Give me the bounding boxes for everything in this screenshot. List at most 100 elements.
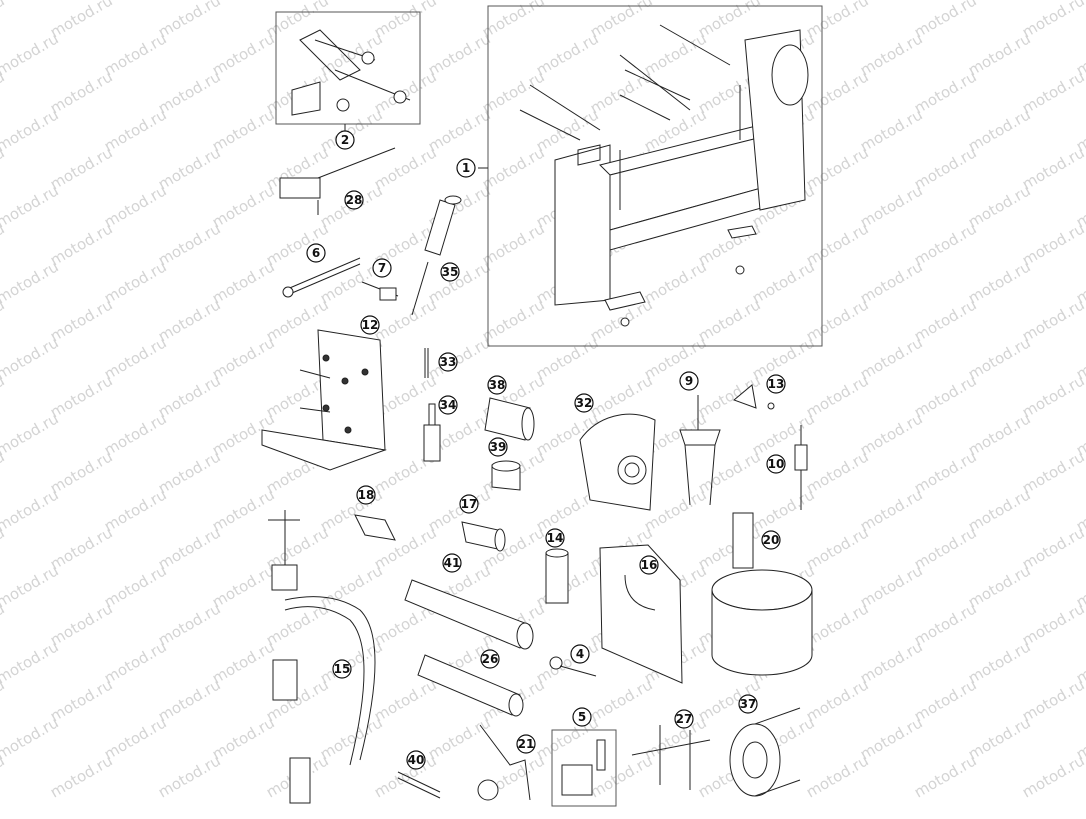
- watermark-text: motod.ru: [155, 0, 224, 41]
- callout-4: 4: [570, 644, 590, 664]
- svg-text:32: 32: [576, 396, 593, 410]
- watermark-text: motod.ru: [371, 0, 440, 41]
- callout-10: 10: [766, 454, 786, 474]
- watermark-text: motod.ru: [911, 675, 980, 725]
- watermark-text: motod.ru: [263, 0, 332, 41]
- part-33-brush: [424, 348, 429, 378]
- part-35-injector-tool: [411, 195, 462, 316]
- svg-text:6: 6: [312, 246, 320, 260]
- watermark-text: motod.ru: [533, 713, 602, 763]
- part-4-tool: [549, 656, 597, 677]
- watermark-text: motod.ru: [479, 67, 548, 117]
- watermark-text: motod.ru: [263, 219, 332, 269]
- watermark-text: motod.ru: [0, 0, 8, 41]
- callout-39: 39: [488, 437, 508, 457]
- part-38-sleeve: [484, 397, 535, 441]
- watermark-text: motod.ru: [209, 181, 278, 231]
- watermark-text: motod.ru: [911, 447, 980, 497]
- watermark-text: motod.ru: [479, 219, 548, 269]
- watermark-text: motod.ru: [317, 713, 386, 763]
- watermark-text: motod.ru: [857, 105, 926, 155]
- svg-text:17: 17: [461, 497, 478, 511]
- part-26-drift: [417, 654, 524, 717]
- watermark-text: motod.ru: [695, 295, 764, 345]
- watermark-text: motod.ru: [965, 181, 1034, 231]
- svg-text:5: 5: [578, 710, 586, 724]
- watermark-text: motod.ru: [47, 143, 116, 193]
- watermark-text: motod.ru: [911, 0, 980, 41]
- watermark-text: motod.ru: [47, 599, 116, 649]
- watermark-text: motod.ru: [749, 333, 818, 383]
- watermark-text: motod.ru: [209, 637, 278, 687]
- watermark-text: motod.ru: [965, 637, 1034, 687]
- watermark-text: motod.ru: [587, 675, 656, 725]
- callout-1: 1: [456, 158, 476, 178]
- watermark-text: motod.ru: [803, 751, 872, 801]
- callout-32: 32: [574, 393, 594, 413]
- watermark-text: motod.ru: [0, 637, 62, 687]
- part-16-plate: [599, 544, 683, 684]
- svg-text:34: 34: [440, 398, 457, 412]
- watermark-text: motod.ru: [47, 0, 116, 41]
- watermark-text: motod.ru: [749, 485, 818, 535]
- svg-text:20: 20: [763, 533, 780, 547]
- callout-12: 12: [360, 315, 380, 335]
- watermark-text: motod.ru: [101, 409, 170, 459]
- watermark-text: motod.ru: [155, 675, 224, 725]
- watermark-text: motod.ru: [209, 257, 278, 307]
- watermark-text: motod.ru: [101, 257, 170, 307]
- part-32-flywheel-holder: [579, 413, 656, 511]
- watermark-text: motod.ru: [101, 713, 170, 763]
- watermark-text: motod.ru: [209, 29, 278, 79]
- svg-text:2: 2: [341, 133, 349, 147]
- callout-16: 16: [639, 555, 659, 575]
- watermark-text: motod.ru: [803, 295, 872, 345]
- watermark-text: motod.ru: [425, 29, 494, 79]
- watermark-text: motod.ru: [47, 523, 116, 573]
- watermark-text: motod.ru: [209, 333, 278, 383]
- part-6-rod: [282, 257, 361, 298]
- watermark-text: motod.ru: [479, 143, 548, 193]
- part-10-slide-hammer: [794, 425, 808, 510]
- part-20-press-tool: [711, 512, 813, 676]
- watermark-text: motod.ru: [857, 713, 926, 763]
- part-37-press-tool: [729, 707, 801, 797]
- watermark-text: motod.ru: [803, 143, 872, 193]
- watermark-text: motod.ru: [803, 523, 872, 573]
- watermark-text: motod.ru: [965, 485, 1034, 535]
- watermark-text: motod.ru: [317, 105, 386, 155]
- watermark-text: motod.ru: [101, 105, 170, 155]
- callout-35: 35: [440, 262, 460, 282]
- part-17-sleeve: [461, 521, 506, 552]
- watermark-text: motod.ru: [857, 637, 926, 687]
- watermark-text: motod.ru: [0, 105, 62, 155]
- watermark-text: motod.ru: [1019, 599, 1086, 649]
- part-40-spring: [397, 771, 441, 799]
- watermark-text: motod.ru: [371, 143, 440, 193]
- part-5-kit: [551, 729, 617, 807]
- watermark-text: motod.ru: [911, 67, 980, 117]
- watermark-text: motod.ru: [0, 409, 62, 459]
- watermark-text: motod.ru: [155, 523, 224, 573]
- part-27-puller: [631, 725, 711, 790]
- watermark-text: motod.ru: [155, 371, 224, 421]
- watermark-text: motod.ru: [1019, 751, 1086, 801]
- callout-13: 13: [766, 374, 786, 394]
- watermark-text: motod.ru: [317, 561, 386, 611]
- watermark-text: motod.ru: [47, 675, 116, 725]
- watermark-text: motod.ru: [209, 105, 278, 155]
- watermark-text: motod.ru: [101, 181, 170, 231]
- callout-20: 20: [761, 530, 781, 550]
- watermark-text: motod.ru: [155, 295, 224, 345]
- watermark-text: motod.ru: [209, 561, 278, 611]
- watermark-text: motod.ru: [911, 143, 980, 193]
- svg-text:41: 41: [444, 556, 461, 570]
- watermark-text: motod.ru: [695, 447, 764, 497]
- callout-6: 6: [306, 243, 326, 263]
- part-9-puller: [679, 395, 721, 506]
- watermark-text: motod.ru: [47, 219, 116, 269]
- watermark-text: motod.ru: [695, 219, 764, 269]
- part-18-adapter: [354, 514, 396, 541]
- svg-text:16: 16: [641, 558, 658, 572]
